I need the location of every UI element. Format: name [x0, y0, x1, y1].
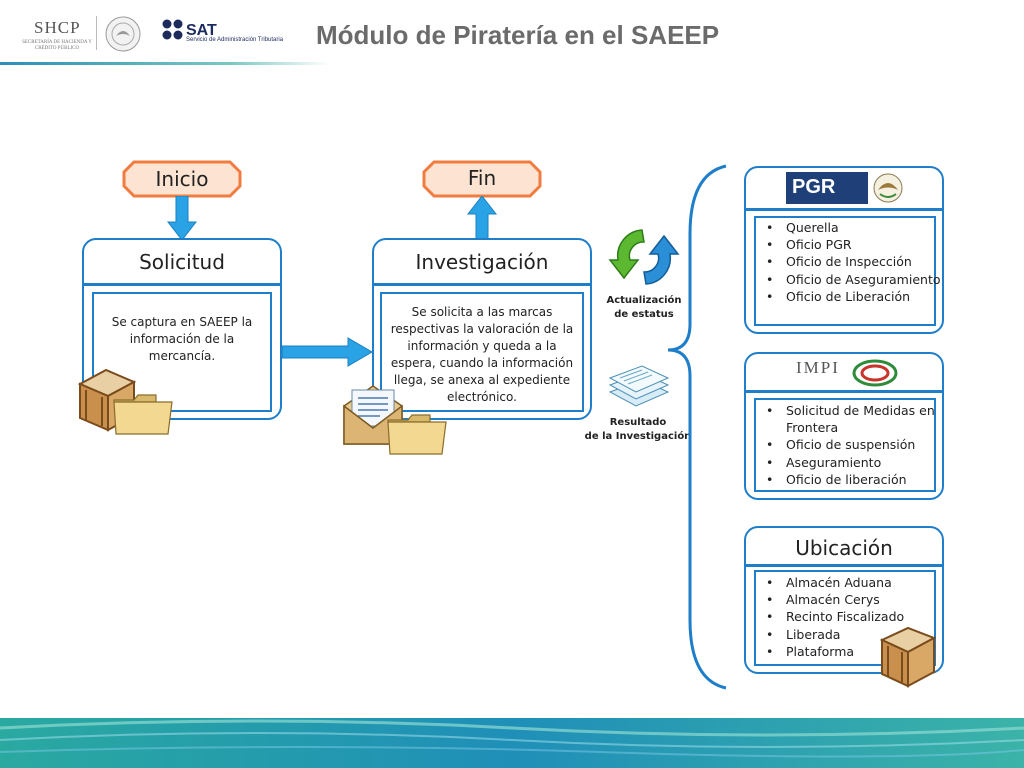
pgr-panel: PGR Querella Oficio PGR Oficio de Inspec… — [744, 166, 944, 334]
impi-items-box: Solicitud de Medidas en Frontera Oficio … — [754, 398, 936, 492]
mexico-coat-of-arms-icon — [105, 16, 141, 52]
pgr-item: Querella — [766, 219, 954, 236]
arrow-start-to-solicitud — [166, 196, 198, 241]
start-tag-shape — [122, 160, 242, 198]
page-title: Módulo de Piratería en el SAEEP — [316, 20, 720, 50]
crate-icon — [879, 626, 937, 688]
impi-item: Oficio de suspensión — [766, 436, 954, 453]
impi-item: Solicitud de Medidas en Frontera — [766, 402, 954, 436]
ubicacion-title: Ubicación — [795, 536, 893, 560]
impi-panel: IMPI Solicitud de Medidas en Frontera Of… — [744, 352, 944, 500]
start-label: Inicio — [155, 167, 209, 191]
header-separator — [96, 16, 97, 50]
sat-logo-text: SAT — [186, 22, 217, 39]
impi-title: IMPI — [796, 358, 840, 377]
result-caption-line1: Resultado — [609, 417, 667, 428]
slide-header: SHCP SECRETARÍA DE HACIENDA Y CRÉDITO PÚ… — [0, 0, 1024, 70]
investigacion-description-box: Se solicita a las marcas respectivas la … — [380, 292, 584, 412]
envelope-icon — [343, 385, 403, 445]
pgr-item: Oficio de Aseguramiento — [766, 271, 954, 288]
pgr-divider — [746, 208, 942, 211]
pgr-item: Oficio de Liberación — [766, 288, 954, 305]
folder-icon — [387, 414, 447, 455]
pgr-seal-icon — [873, 173, 903, 203]
solicitud-title: Solicitud — [139, 250, 225, 274]
refresh-cycle-icon — [608, 229, 680, 285]
pgr-logo-block — [786, 172, 868, 204]
investigacion-divider — [374, 283, 590, 286]
impi-item: Aseguramiento — [766, 454, 954, 471]
solicitud-description-box: Se captura en SAEEP la información de la… — [92, 292, 272, 412]
impi-divider — [746, 390, 942, 393]
ubicacion-panel: Ubicación Almacén Aduana Almacén Cerys R… — [744, 526, 944, 674]
impi-item: Oficio de liberación — [766, 471, 954, 488]
ubicacion-item: Plataforma — [766, 643, 954, 660]
impi-logo-icon — [852, 359, 898, 387]
ubicacion-item: Recinto Fiscalizado — [766, 608, 954, 625]
end-tag-shape — [422, 160, 542, 198]
end-label: Fin — [467, 166, 497, 190]
ubicacion-list: Almacén Aduana Almacén Cerys Recinto Fis… — [758, 574, 954, 660]
result-caption-line2: de la Investigación — [584, 431, 692, 442]
folder-icon — [113, 394, 173, 435]
arrow-solicitud-to-investigacion — [282, 337, 373, 367]
solicitud-description: Se captura en SAEEP la información de la… — [111, 315, 253, 363]
sat-logo-subtext: Servicio de Administración Tributaria — [186, 37, 284, 43]
investigacion-title: Investigación — [415, 250, 549, 274]
impi-list: Solicitud de Medidas en Frontera Oficio … — [758, 402, 954, 488]
investigacion-box: Investigación Se solicita a las marcas r… — [372, 238, 592, 420]
header-accent-line — [0, 62, 330, 65]
arrow-investigacion-to-end — [466, 196, 498, 241]
sat-logo-icon — [162, 19, 183, 40]
solicitud-divider — [84, 283, 280, 286]
pgr-list: Querella Oficio PGR Oficio de Inspección… — [758, 219, 954, 305]
shcp-logo-subtext: SECRETARÍA DE HACIENDA Y CRÉDITO PÚBLICO — [22, 40, 92, 51]
shcp-logo-text: SHCP — [34, 18, 81, 37]
status-update-caption-line1: Actualización — [606, 295, 682, 306]
pgr-item: Oficio de Inspección — [766, 253, 954, 270]
documents-stack-icon — [608, 365, 670, 407]
investigacion-description: Se solicita a las marcas respectivas la … — [390, 305, 574, 404]
grouping-bracket — [667, 164, 727, 690]
status-update-caption-line2: de estatus — [614, 309, 674, 320]
ubicacion-item: Liberada — [766, 626, 954, 643]
footer-wave-decoration — [0, 718, 1024, 768]
solicitud-box: Solicitud Se captura en SAEEP la informa… — [82, 238, 282, 420]
ubicacion-item: Almacén Cerys — [766, 591, 954, 608]
pgr-title: PGR — [792, 176, 836, 198]
pgr-item: Oficio PGR — [766, 236, 954, 253]
pgr-items-box: Querella Oficio PGR Oficio de Inspección… — [754, 216, 941, 326]
ubicacion-item: Almacén Aduana — [766, 574, 954, 591]
ubicacion-divider — [746, 564, 942, 567]
ubicacion-items-box: Almacén Aduana Almacén Cerys Recinto Fis… — [754, 570, 936, 666]
